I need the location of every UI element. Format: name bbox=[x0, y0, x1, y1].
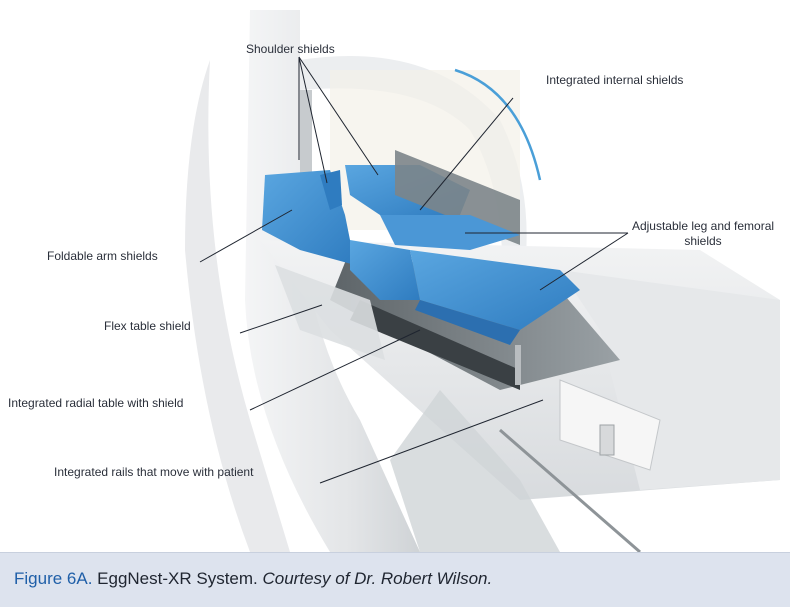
label-shoulder-shields: Shoulder shields bbox=[246, 42, 335, 56]
label-foldable-arm-shields: Foldable arm shields bbox=[47, 249, 158, 263]
side-panel bbox=[395, 150, 520, 245]
leader-lines bbox=[199, 56, 629, 484]
label-integrated-internal-shields: Integrated internal shields bbox=[546, 73, 684, 87]
leg-femoral-shield bbox=[410, 250, 580, 330]
label-integrated-rails: Integrated rails that move with patient bbox=[54, 465, 254, 479]
label-integrated-radial-table: Integrated radial table with shield bbox=[8, 396, 184, 410]
figure-credit: Courtesy of Dr. Robert Wilson. bbox=[262, 569, 493, 588]
label-adjustable-leg-femoral-shields: Adjustable leg and femoral shields bbox=[628, 219, 778, 249]
figure-caption: Figure 6A. EggNest-XR System. Courtesy o… bbox=[14, 569, 492, 589]
blue-shields bbox=[262, 150, 580, 360]
label-adjustable-leg-line1: Adjustable leg and femoral bbox=[631, 219, 775, 233]
label-flex-table-shield: Flex table shield bbox=[104, 319, 191, 333]
figure-number: Figure 6A. bbox=[14, 569, 93, 588]
label-adjustable-leg-line2: shields bbox=[684, 234, 722, 248]
arm-shield-lower bbox=[350, 240, 420, 300]
figure-title: EggNest-XR System. bbox=[92, 569, 263, 588]
internal-shield bbox=[380, 215, 520, 250]
equipment-illustration bbox=[185, 10, 780, 552]
caption-bar: Figure 6A. EggNest-XR System. Courtesy o… bbox=[0, 552, 790, 607]
